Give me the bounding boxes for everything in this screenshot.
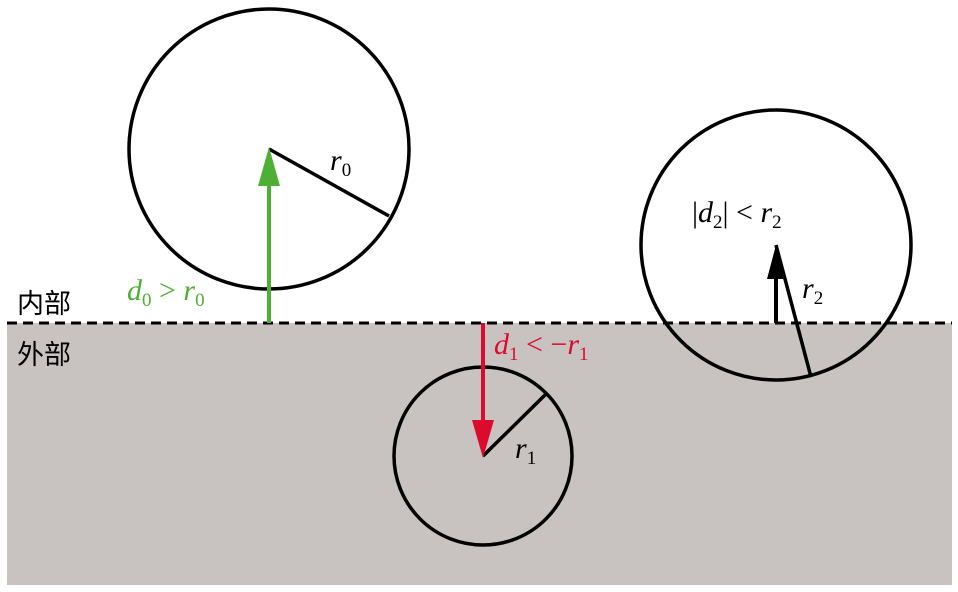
label-r1: r1 bbox=[515, 432, 536, 469]
label-d1-lt-neg-r1: d1 < −r1 bbox=[494, 328, 589, 365]
arrow-d2-head bbox=[767, 245, 785, 279]
label-d0-gt-r0: d0 > r0 bbox=[127, 274, 205, 311]
arrow-d1-head bbox=[472, 420, 494, 458]
label-abs-d2-lt-r2: |d2| < r2 bbox=[692, 196, 782, 233]
label-inside: 内部 bbox=[17, 289, 71, 320]
circle-1-radius bbox=[481, 392, 548, 458]
circle-0-radius bbox=[268, 147, 390, 218]
arrow-d0-head bbox=[258, 147, 280, 186]
label-r2: r2 bbox=[802, 272, 823, 309]
circle-2 bbox=[639, 108, 913, 382]
circle-2-radius bbox=[774, 244, 813, 378]
label-outside: 外部 bbox=[17, 340, 71, 371]
label-r0: r0 bbox=[330, 144, 351, 181]
